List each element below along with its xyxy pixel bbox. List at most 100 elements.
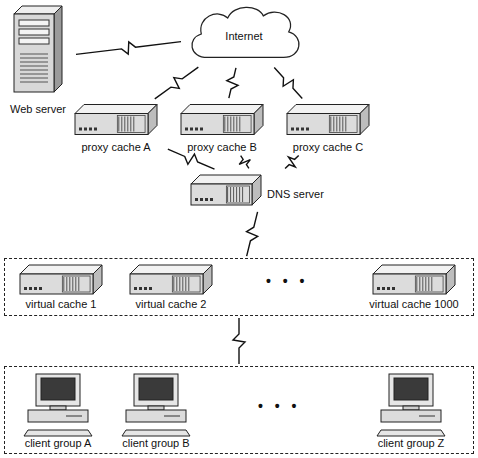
icon-drawing	[172, 100, 272, 139]
device-light	[94, 128, 97, 131]
device-grille	[230, 187, 231, 202]
icon-drawing	[119, 263, 223, 296]
device-top	[20, 265, 102, 274]
device-light	[29, 287, 32, 290]
device-light	[24, 287, 27, 290]
device-top	[191, 175, 261, 184]
ellipsis-mark: • • •	[258, 398, 300, 414]
network-device: proxy cache B	[172, 100, 272, 154]
node-label: client group Z	[378, 437, 445, 450]
device-top	[75, 105, 157, 114]
icon-drawing	[357, 370, 465, 435]
device-light	[210, 198, 213, 201]
keyboard	[377, 430, 445, 436]
device-grille	[425, 277, 426, 291]
monitor-case	[36, 374, 80, 406]
node-label: virtual cache 1	[26, 298, 97, 311]
icon-drawing	[359, 263, 469, 296]
device-grille	[339, 117, 340, 132]
drive-slot	[66, 416, 82, 417]
network-device: DNS server	[188, 170, 338, 210]
icon-drawing	[109, 370, 203, 435]
network-device: proxy cache C	[278, 100, 378, 154]
network-device: virtual cache 1000	[359, 263, 469, 311]
device-panel	[172, 276, 200, 292]
keyboard	[122, 430, 190, 436]
network-cloud: Internet	[183, 2, 305, 66]
device-side	[93, 265, 102, 294]
device-grille	[431, 277, 432, 291]
monitor-screen	[139, 378, 173, 400]
icon-drawing	[188, 170, 264, 210]
vent-line	[20, 78, 48, 79]
wireless-link	[239, 156, 250, 169]
device-grille	[133, 117, 134, 132]
device-side	[360, 105, 369, 135]
node-label: client group A	[25, 437, 92, 450]
device-grille	[233, 187, 234, 202]
device-grille	[124, 117, 125, 132]
device-front	[75, 114, 148, 135]
device-light	[79, 128, 82, 131]
device-light	[291, 128, 294, 131]
device-grille	[176, 277, 177, 291]
device-grille	[233, 117, 234, 132]
node-label: virtual cache 1000	[369, 298, 458, 311]
device-panel	[62, 276, 90, 292]
icon-drawing	[2, 2, 74, 101]
device-light	[200, 198, 203, 201]
device-grille	[330, 117, 331, 132]
device-light	[205, 198, 208, 201]
device-light	[387, 287, 390, 290]
drive-bay	[19, 29, 49, 35]
wireless-link	[274, 67, 302, 98]
device-grille	[236, 117, 237, 132]
device-panel	[329, 116, 357, 133]
vent-line	[20, 70, 48, 71]
monitor-stand	[148, 406, 164, 410]
device-grille	[230, 117, 231, 132]
node-label: virtual cache 2	[136, 298, 207, 311]
device-light	[149, 287, 152, 290]
icon-group	[181, 105, 263, 135]
icon-group	[14, 6, 62, 92]
device-top	[373, 265, 455, 274]
device-light	[139, 287, 142, 290]
client-computer: client group Z	[357, 370, 465, 450]
device-panel	[226, 186, 249, 203]
device-grille	[66, 277, 67, 291]
device-light	[377, 287, 380, 290]
device-grille	[75, 277, 76, 291]
node-label: Web server	[10, 103, 66, 116]
icon-group	[122, 374, 190, 436]
device-light	[34, 287, 37, 290]
wireless-link	[155, 67, 199, 99]
icon-drawing	[11, 370, 105, 435]
device-light	[190, 128, 193, 131]
pc-base	[381, 410, 441, 422]
wireless-link	[247, 212, 258, 256]
device-grille	[69, 277, 70, 291]
device-panel	[415, 276, 443, 292]
network-device: virtual cache 2	[119, 263, 223, 311]
device-grille	[227, 117, 228, 132]
device-front	[191, 184, 252, 205]
device-grille	[239, 187, 240, 202]
device-light	[144, 287, 147, 290]
client-computer: client group B	[109, 370, 203, 450]
drive-slot	[419, 416, 435, 417]
icon-drawing	[278, 100, 378, 139]
device-front	[181, 114, 254, 135]
device-light	[84, 128, 87, 131]
device-grille	[188, 277, 189, 291]
device-grille	[416, 277, 417, 291]
device-grille	[121, 117, 122, 132]
vent-line	[20, 74, 48, 75]
vent-line	[20, 58, 48, 59]
node-label: proxy cache C	[293, 141, 363, 154]
icon-group	[373, 265, 455, 294]
device-light	[301, 128, 304, 131]
device-light	[200, 128, 203, 131]
device-grille	[419, 277, 420, 291]
drive-bay	[19, 38, 49, 44]
